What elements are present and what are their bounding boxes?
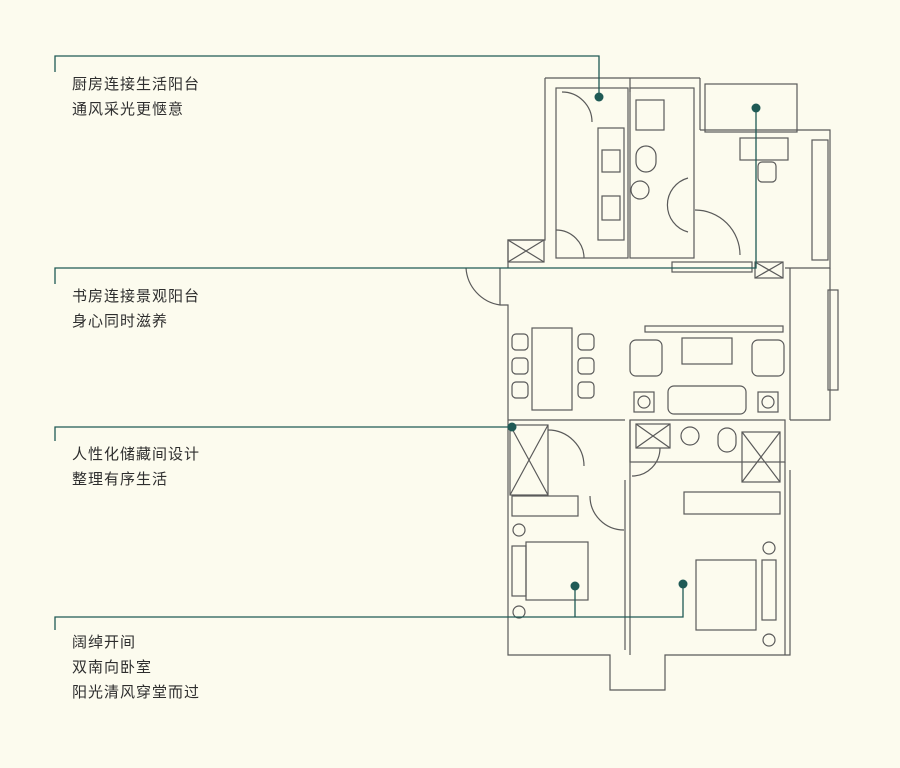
storage-room bbox=[509, 424, 549, 496]
leader-line-4 bbox=[54, 584, 684, 630]
shower-mid bbox=[741, 431, 781, 483]
bed-right bbox=[695, 559, 757, 631]
kitchen-stove bbox=[601, 149, 621, 173]
annotation-line: 双南向卧室 bbox=[72, 658, 153, 676]
kitchen-door-2 bbox=[555, 229, 585, 259]
kitchen-room bbox=[555, 87, 629, 259]
balcony-shelf bbox=[811, 139, 829, 261]
outer-wall-right bbox=[700, 129, 831, 269]
wardrobe-right bbox=[683, 491, 781, 515]
leader-line-1 bbox=[54, 55, 600, 97]
leader-line-2 bbox=[54, 110, 757, 284]
right-wall bbox=[789, 268, 831, 421]
side-table-left bbox=[633, 391, 655, 413]
bath-door bbox=[666, 177, 689, 233]
annotation-storage: 人性化储藏间设计 整理有序生活 bbox=[72, 442, 200, 492]
side-table-right bbox=[757, 391, 779, 413]
chair bbox=[739, 137, 789, 161]
wardrobe-left bbox=[511, 495, 579, 517]
annotation-line: 身心同时滋养 bbox=[72, 312, 169, 330]
study-window bbox=[671, 261, 753, 273]
left-room-door bbox=[589, 495, 625, 531]
storage-door bbox=[547, 429, 585, 467]
basin bbox=[630, 180, 650, 200]
toilet bbox=[635, 145, 657, 173]
annotation-line: 整理有序生活 bbox=[72, 470, 169, 488]
dining-table bbox=[531, 327, 573, 411]
annotation-line: 阔绰开间 bbox=[72, 633, 137, 651]
shower-top bbox=[635, 99, 665, 131]
outer-wall bbox=[507, 77, 701, 268]
balcony-door bbox=[694, 209, 741, 256]
bed-left bbox=[525, 541, 589, 601]
bathroom-top bbox=[629, 87, 695, 259]
kitchen-counter bbox=[597, 127, 625, 241]
kitchen-sink bbox=[601, 195, 621, 221]
armchair-left bbox=[629, 339, 663, 377]
annotation-line: 通风采光更惬意 bbox=[72, 100, 185, 118]
study-window-2 bbox=[754, 261, 784, 279]
marker-bedroom-left bbox=[570, 581, 580, 591]
leader-line-3 bbox=[54, 426, 512, 441]
marker-study-balcony bbox=[751, 103, 761, 113]
tv-cabinet bbox=[644, 325, 784, 333]
balcony bbox=[704, 83, 798, 133]
outer-wall-left bbox=[499, 268, 791, 691]
marker-storage bbox=[507, 422, 517, 432]
dining-chair bbox=[511, 333, 529, 351]
entrance-cabinet bbox=[507, 239, 545, 263]
bath-mid-door bbox=[631, 447, 661, 477]
entry-cross bbox=[507, 239, 545, 263]
annotation-line: 阳光清风穿堂而过 bbox=[72, 683, 201, 701]
sofa bbox=[667, 385, 747, 415]
annotation-line: 人性化储藏间设计 bbox=[72, 445, 201, 463]
annotation-line: 厨房连接生活阳台 bbox=[72, 75, 201, 93]
entry-door bbox=[465, 267, 501, 306]
annotation-kitchen: 厨房连接生活阳台 通风采光更惬意 bbox=[72, 72, 200, 122]
annotation-bedrooms: 阔绰开间 双南向卧室 阳光清风穿堂而过 bbox=[72, 630, 200, 705]
annotation-line: 书房连接景观阳台 bbox=[72, 287, 201, 305]
kitchen-door bbox=[561, 91, 593, 123]
annotation-study: 书房连接景观阳台 身心同时滋养 bbox=[72, 284, 200, 334]
tv bbox=[681, 337, 733, 365]
armchair-right bbox=[751, 339, 785, 377]
living-window bbox=[827, 289, 839, 391]
chair-seat bbox=[757, 161, 777, 183]
marker-kitchen-balcony bbox=[594, 92, 604, 102]
marker-bedroom-right bbox=[678, 579, 688, 589]
